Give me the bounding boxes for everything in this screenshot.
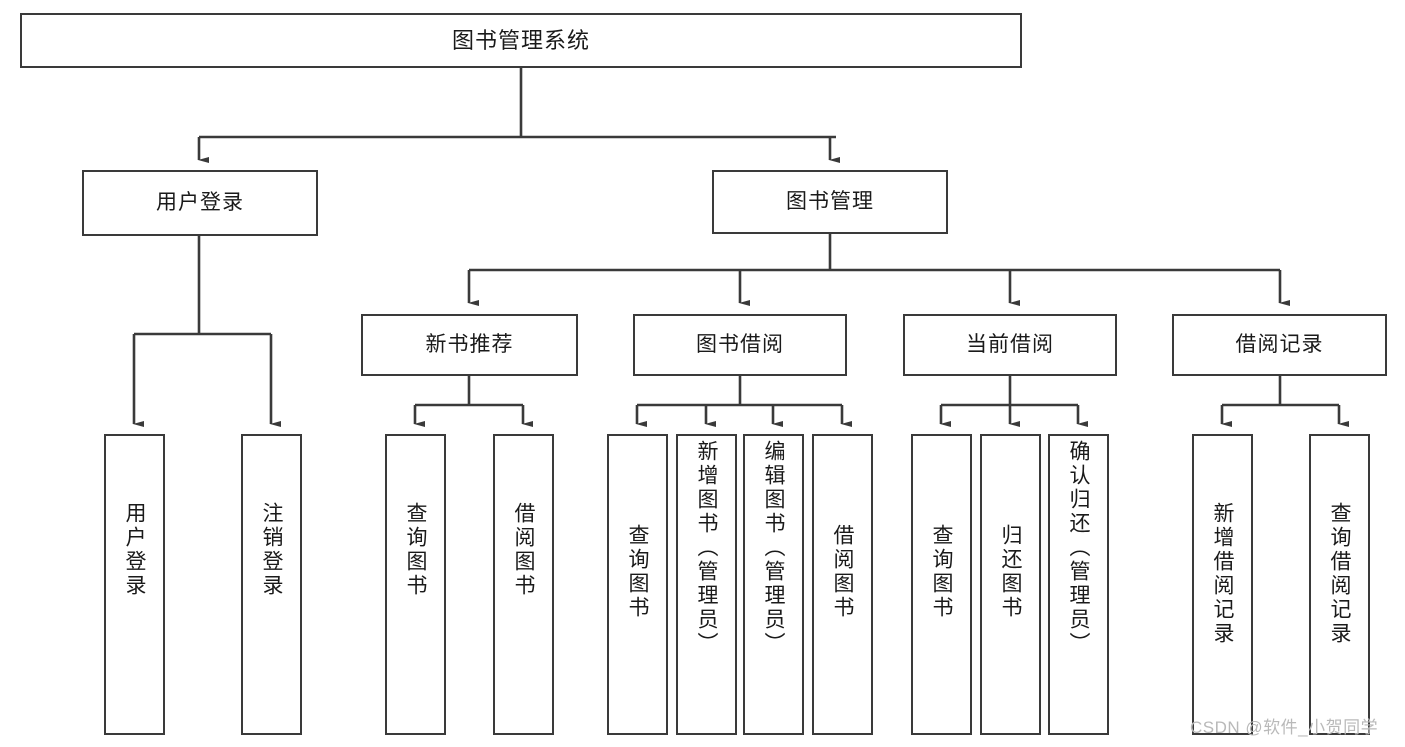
leaf-return-book[interactable]: 归还图书 (980, 434, 1041, 735)
leaf-book-edit-admin[interactable]: 编辑图书（管理员） (743, 434, 804, 735)
node-book-borrow-label: 图书借阅 (696, 332, 784, 356)
node-user-login[interactable]: 用户登录 (82, 170, 318, 236)
leaf-logout[interactable]: 注销登录 (241, 434, 302, 735)
node-book-manage-label: 图书管理 (786, 189, 874, 213)
leaf-query-borrow-record[interactable]: 查询借阅记录 (1309, 434, 1370, 735)
leaf-current-query[interactable]: 查询图书 (911, 434, 972, 735)
node-user-login-label: 用户登录 (156, 190, 244, 214)
leaf-book-add-admin-label: 新增图书（管理员） (695, 440, 718, 656)
leaf-confirm-return-admin-label: 确认归还（管理员） (1067, 440, 1090, 656)
leaf-book-borrow-action-label: 借阅图书 (831, 524, 854, 620)
leaf-book-add-admin[interactable]: 新增图书（管理员） (676, 434, 737, 735)
node-current-borrow-label: 当前借阅 (966, 332, 1054, 356)
leaf-current-query-label: 查询图书 (930, 524, 953, 620)
node-root-system-label: 图书管理系统 (451, 27, 590, 53)
leaf-return-book-label: 归还图书 (999, 524, 1022, 620)
leaf-logout-label: 注销登录 (260, 502, 283, 598)
node-book-borrow[interactable]: 图书借阅 (633, 314, 847, 376)
node-borrow-record[interactable]: 借阅记录 (1172, 314, 1387, 376)
leaf-new-book-borrow[interactable]: 借阅图书 (493, 434, 554, 735)
leaf-book-edit-admin-label: 编辑图书（管理员） (762, 440, 785, 656)
node-current-borrow[interactable]: 当前借阅 (903, 314, 1117, 376)
leaf-new-book-borrow-label: 借阅图书 (512, 502, 535, 598)
leaf-book-query[interactable]: 查询图书 (607, 434, 668, 735)
leaf-user-login[interactable]: 用户登录 (104, 434, 165, 735)
node-root-system[interactable]: 图书管理系统 (20, 13, 1022, 68)
node-borrow-record-label: 借阅记录 (1235, 332, 1324, 356)
node-new-book-recommend-label: 新书推荐 (425, 332, 514, 356)
leaf-add-borrow-record-label: 新增借阅记录 (1211, 502, 1234, 646)
leaf-book-query-label: 查询图书 (626, 524, 649, 620)
leaf-book-borrow-action[interactable]: 借阅图书 (812, 434, 873, 735)
leaf-user-login-label: 用户登录 (123, 502, 146, 598)
leaf-new-book-query-label: 查询图书 (404, 502, 427, 598)
node-new-book-recommend[interactable]: 新书推荐 (361, 314, 578, 376)
leaf-new-book-query[interactable]: 查询图书 (385, 434, 446, 735)
leaf-add-borrow-record[interactable]: 新增借阅记录 (1192, 434, 1253, 735)
csdn-watermark: CSDN @软件_小贺同学 (1190, 718, 1379, 737)
leaf-confirm-return-admin[interactable]: 确认归还（管理员） (1048, 434, 1109, 735)
node-book-manage[interactable]: 图书管理 (712, 170, 948, 234)
leaf-query-borrow-record-label: 查询借阅记录 (1328, 502, 1351, 646)
